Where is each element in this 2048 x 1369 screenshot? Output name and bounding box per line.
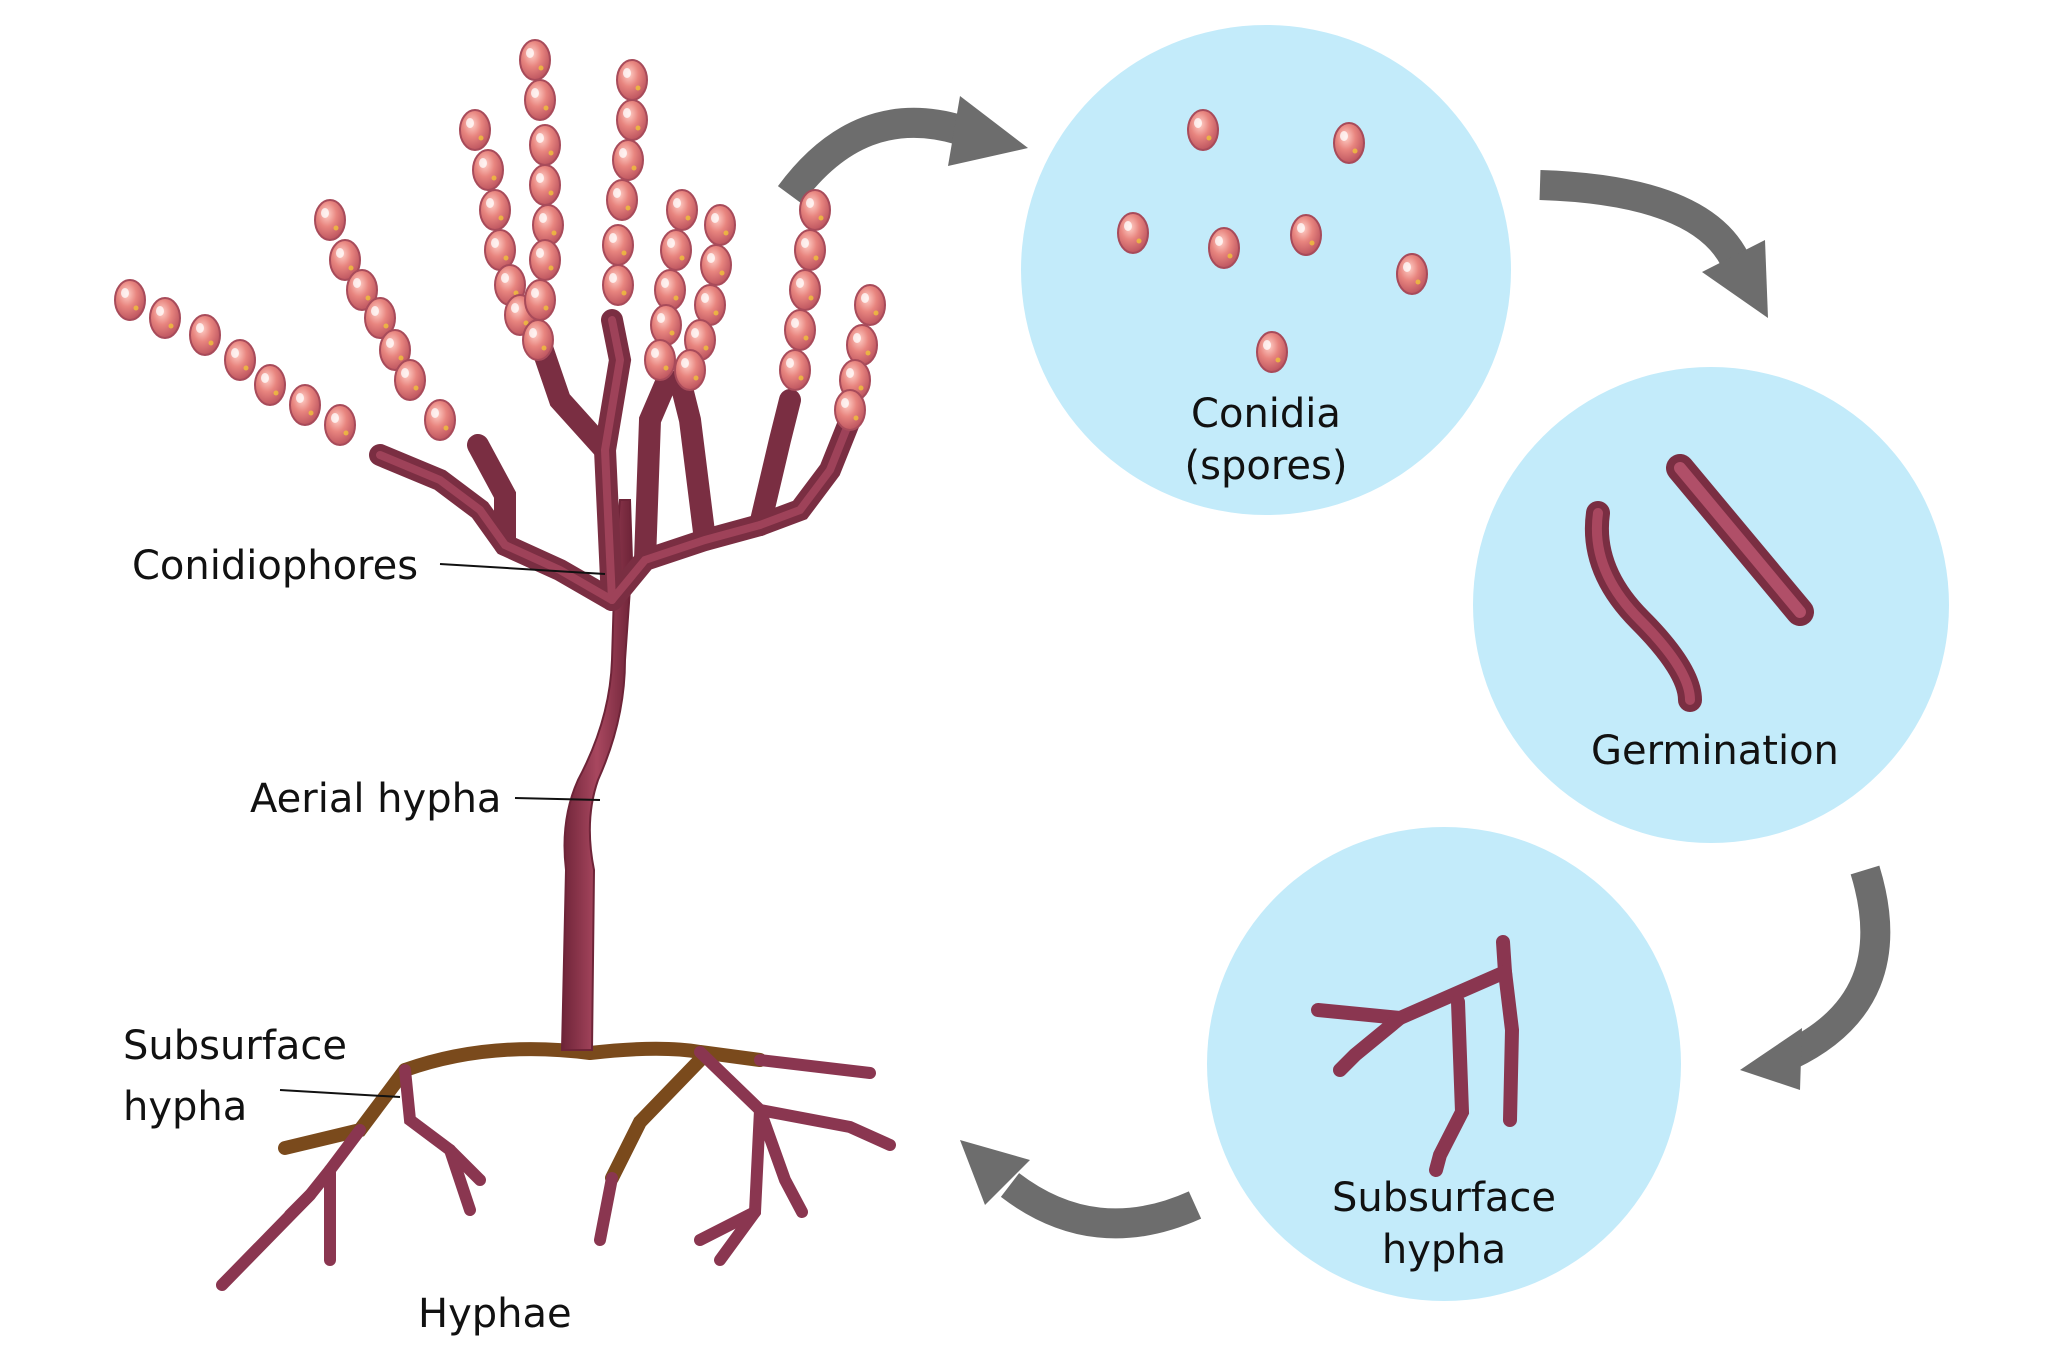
curved-arrow-icon [1539,170,1749,268]
spore-icon [1333,122,1365,164]
germination-stage-circle [1473,367,1949,843]
aerial-hypha-stem [560,499,634,1051]
stage-label-subsurface-line2: hypha [1381,1227,1507,1273]
subsurface-hypha-stage-drawing [1311,935,1520,1177]
label-subsurface-hypha-line1: Subsurface [123,1023,347,1069]
subsurface-hypha-leader [279,1089,401,1098]
arrow-head-icon [948,96,1028,166]
germinating-spores [1584,454,1814,712]
stage-label-germination: Germination [1591,728,1839,774]
label-aerial-hypha: Aerial hypha [250,776,502,822]
arrow-head-icon [1740,1028,1802,1090]
hyphae-network [216,1041,896,1291]
spore-chains [114,39,886,446]
stage-label-conidia-line1: Conidia [1191,391,1341,437]
curved-arrow-icon [1783,865,1891,1069]
label-hyphae: Hyphae [418,1291,572,1337]
conidiophores-leader [439,563,606,575]
aerial-hypha-leader [514,797,601,801]
spore-icon [1117,212,1149,254]
leader-lines [279,563,606,1098]
stage-label-subsurface-line1: Subsurface [1332,1175,1556,1221]
cycle-arrows [777,107,1891,1239]
arrow-heads [948,96,1802,1205]
label-conidiophores: Conidiophores [132,543,419,589]
spore-icon [1396,253,1428,295]
spore-icon [1256,331,1288,373]
label-subsurface-hypha-line2: hypha [123,1084,248,1130]
spore-icon [1290,214,1322,256]
conidia-stage-circle [1021,25,1511,515]
conidiophore-branches [369,309,861,611]
curved-arrow-icon [777,107,965,205]
stage-label-conidia-line2: (spores) [1184,443,1348,489]
curved-arrow-icon [1000,1172,1202,1239]
arrow-head-icon [960,1140,1030,1205]
spore-icon [1208,227,1240,269]
spore-icon [1187,109,1219,151]
subsurface-stage-circle [1207,827,1681,1301]
arrow-head-icon [1702,240,1768,318]
